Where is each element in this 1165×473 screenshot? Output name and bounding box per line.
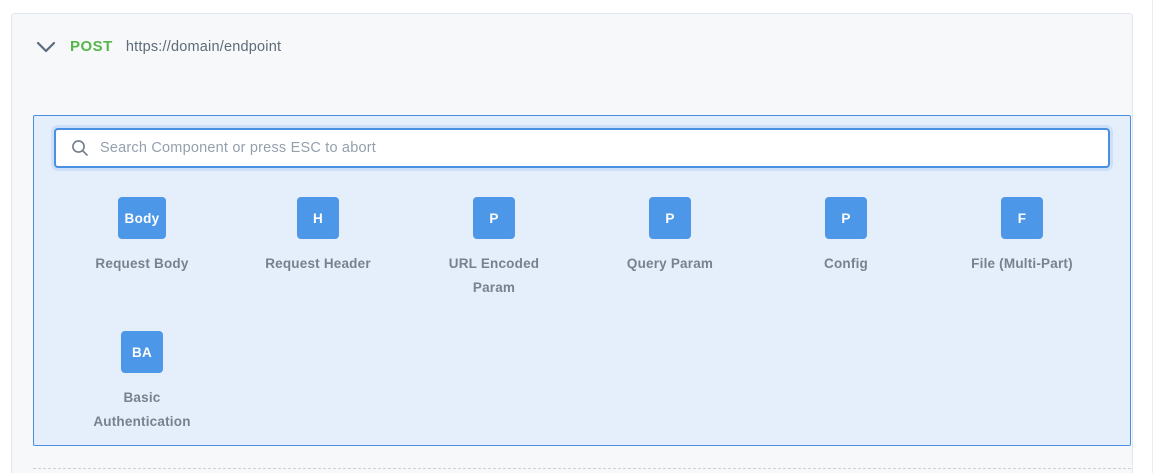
component-item-file-multipart[interactable]: F File (Multi-Part) [934, 197, 1110, 300]
component-label: Request Header [265, 256, 371, 271]
component-label: URL Encoded Param [448, 256, 540, 295]
component-item-query-param[interactable]: P Query Param [582, 197, 758, 300]
component-picker-panel: Body Request Body H Request Header P URL… [33, 115, 1131, 446]
search-input[interactable] [54, 128, 1110, 168]
component-label: Basic Authentication [93, 390, 191, 429]
component-grid: Body Request Body H Request Header P URL… [54, 197, 1110, 434]
component-item-request-header[interactable]: H Request Header [230, 197, 406, 300]
config-badge-icon[interactable]: P [825, 197, 867, 239]
component-item-request-body[interactable]: Body Request Body [54, 197, 230, 300]
query-param-badge-icon[interactable]: P [649, 197, 691, 239]
component-label: File (Multi-Part) [971, 256, 1073, 271]
next-section-dashed-divider [33, 468, 1131, 469]
basic-authentication-badge-icon[interactable]: BA [121, 331, 163, 373]
request-body-badge-icon[interactable]: Body [117, 197, 167, 239]
endpoint-url: https://domain/endpoint [125, 38, 282, 55]
chevron-down-icon[interactable] [36, 41, 56, 53]
component-item-config[interactable]: P Config [758, 197, 934, 300]
http-method-label: POST [70, 38, 113, 55]
component-label: Query Param [626, 256, 714, 271]
content-right-edge [1152, 0, 1153, 473]
request-card: POST https://domain/endpoint Body Reques… [11, 13, 1133, 473]
request-header-row[interactable]: POST https://domain/endpoint [36, 38, 281, 55]
component-label: Request Body [95, 256, 189, 271]
search-bar [54, 128, 1110, 168]
url-encoded-param-badge-icon[interactable]: P [473, 197, 515, 239]
request-header-badge-icon[interactable]: H [297, 197, 339, 239]
component-label: Config [824, 256, 868, 271]
component-item-basic-authentication[interactable]: BA Basic Authentication [54, 331, 230, 434]
component-item-url-encoded-param[interactable]: P URL Encoded Param [406, 197, 582, 300]
file-multipart-badge-icon[interactable]: F [1001, 197, 1043, 239]
